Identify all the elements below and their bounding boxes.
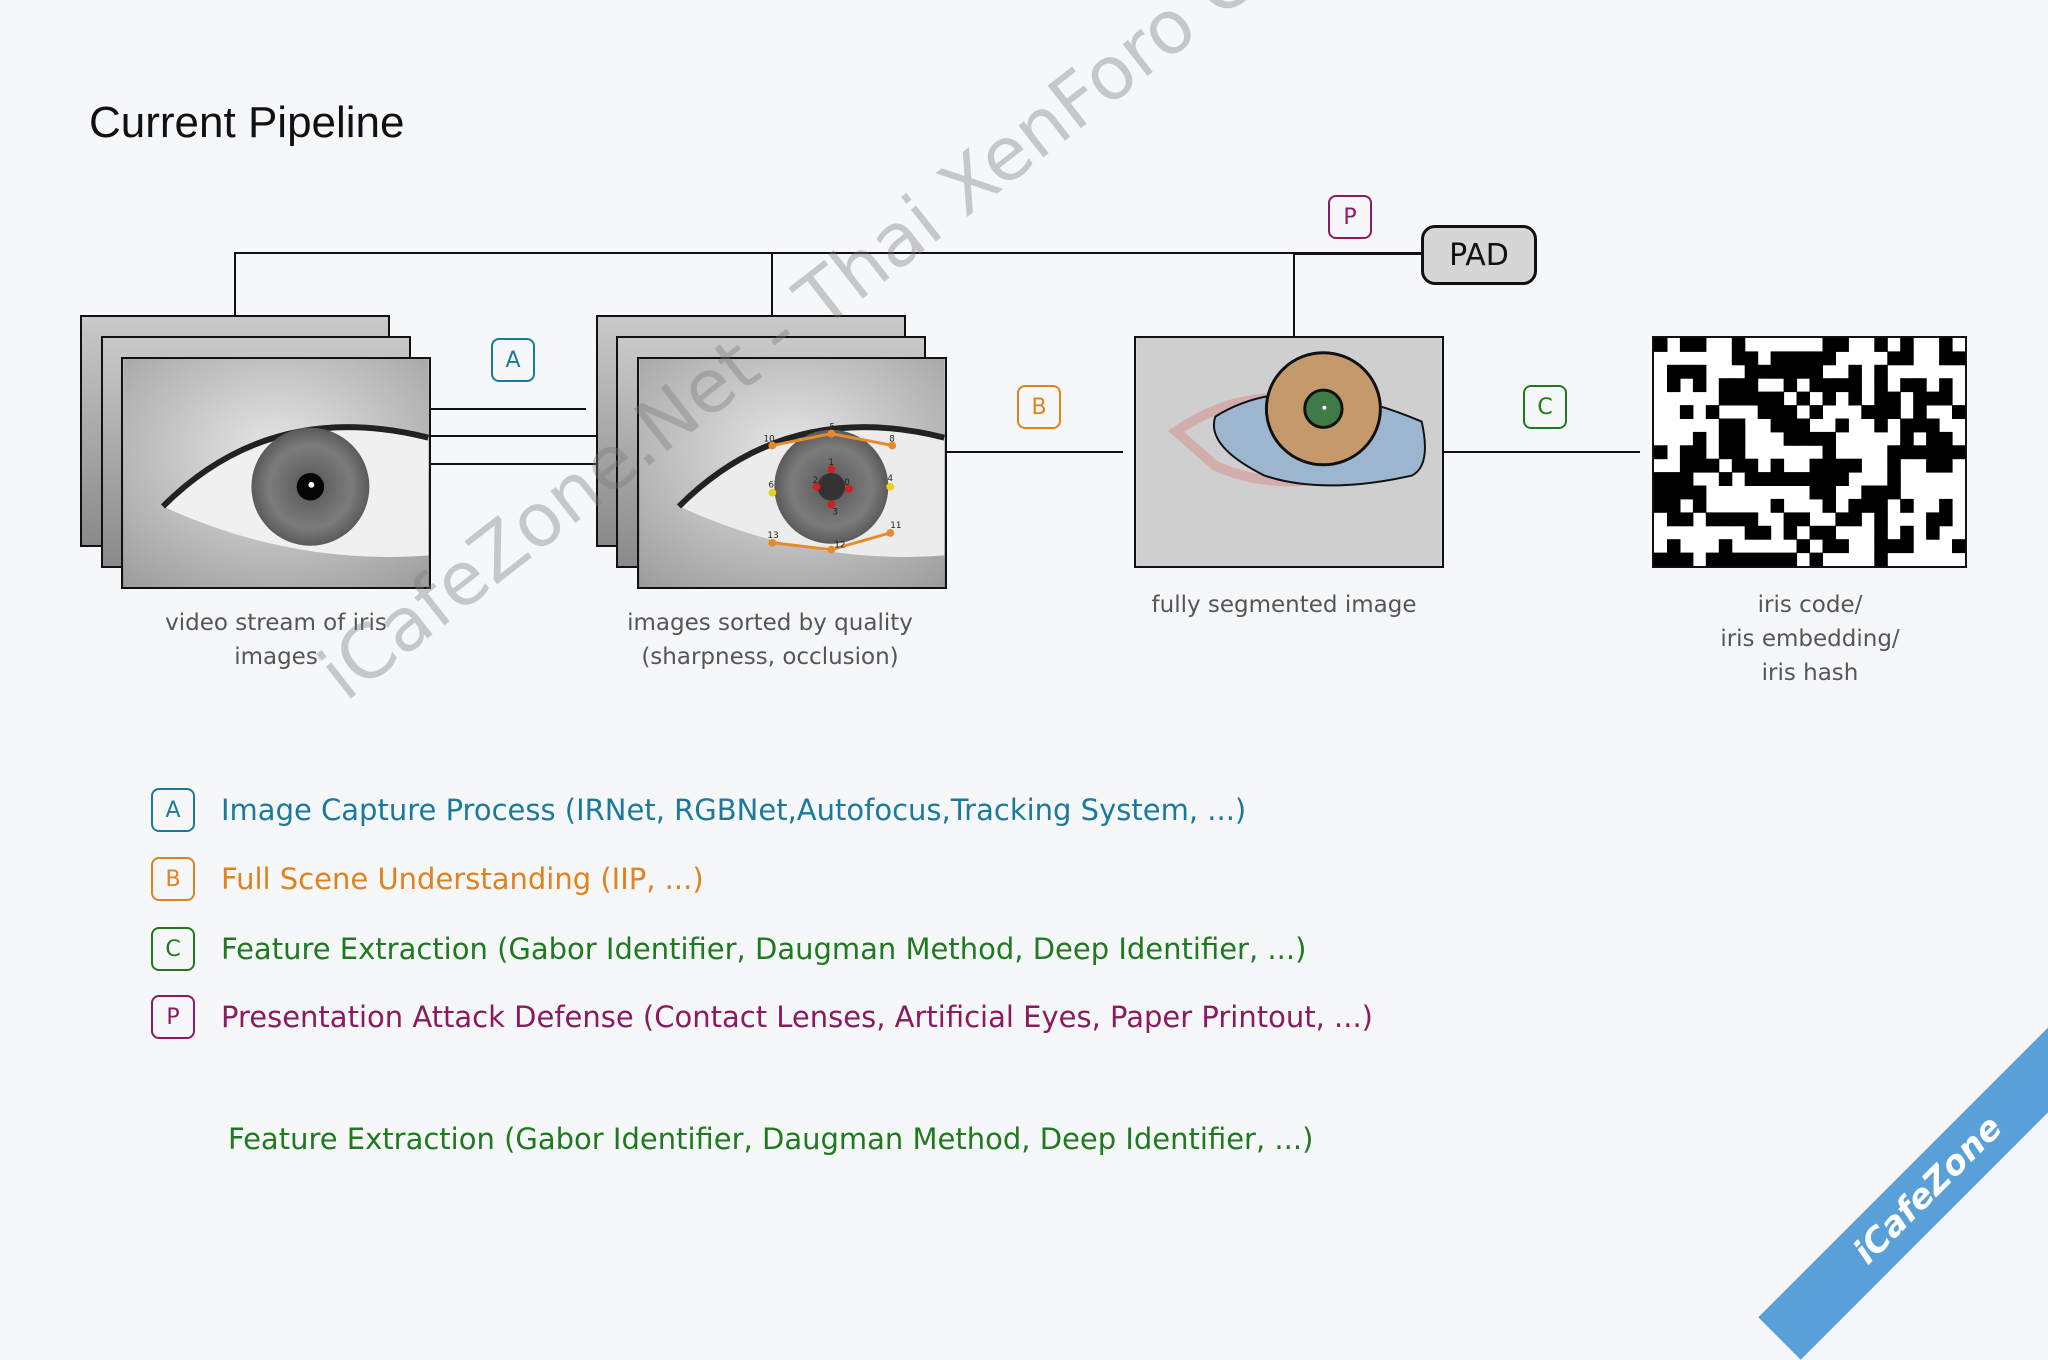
landmark-label: 13 [767, 531, 778, 541]
legend-badge: A [151, 788, 195, 832]
pad-box: PAD [1421, 225, 1537, 285]
landmark-label: 2 [813, 476, 819, 486]
landmark-label: 3 [832, 507, 838, 517]
caption-line: images [234, 644, 318, 670]
legend-text: Image Capture Process (IRNet, RGBNet,Aut… [221, 793, 1247, 827]
landmark-label: 12 [834, 541, 845, 551]
badge-a: A [491, 338, 535, 382]
connector-v1 [234, 252, 236, 315]
corner-ribbon: iCafeZone [1758, 1020, 2048, 1360]
segmented-image [1134, 336, 1444, 568]
legend-item-a: A Image Capture Process (IRNet, RGBNet,A… [151, 788, 1246, 832]
iris-code-image [1652, 336, 1967, 568]
eye-image [123, 359, 429, 587]
legend-text: Presentation Attack Defense (Contact Len… [221, 1000, 1373, 1034]
connector-b [947, 451, 1123, 453]
iris-code-pattern [1654, 338, 1966, 567]
connector-v2 [771, 252, 773, 315]
connector-a3 [431, 463, 596, 465]
legend-item-b: B Full Scene Understanding (IIP, ...) [151, 857, 704, 901]
sorted-frame-front: 0 1 2 3 4 5 6 8 10 11 12 13 [637, 357, 947, 589]
eye-landmark-image: 0 1 2 3 4 5 6 8 10 11 12 13 [639, 359, 945, 587]
caption-line: iris hash [1761, 660, 1859, 686]
landmark-label: 1 [828, 458, 834, 468]
caption-line: video stream of iris [165, 610, 387, 636]
caption-line: iris code/ [1757, 592, 1863, 618]
connector-a2 [431, 435, 596, 437]
landmark-label: 6 [768, 481, 774, 491]
landmark-label: 4 [887, 474, 893, 484]
footer-text: Feature Extraction (Gabor Identifier, Da… [228, 1122, 1314, 1156]
legend-badge: B [151, 857, 195, 901]
connector-c [1443, 451, 1640, 453]
badge-c: C [1523, 385, 1567, 429]
legend-item-p: P Presentation Attack Defense (Contact L… [151, 995, 1373, 1039]
page-title: Current Pipeline [89, 98, 405, 147]
caption-segmented: fully segmented image [1104, 588, 1464, 622]
legend-item-c: C Feature Extraction (Gabor Identifier, … [151, 927, 1306, 971]
legend-text: Full Scene Understanding (IIP, ...) [221, 862, 704, 896]
badge-b: B [1017, 385, 1061, 429]
landmark-label: 8 [889, 435, 895, 445]
landmark-label: 0 [844, 478, 850, 488]
video-frame-front [121, 357, 431, 589]
caption-line: (sharpness, occlusion) [641, 644, 899, 670]
legend-text: Feature Extraction (Gabor Identifier, Da… [221, 932, 1307, 966]
caption-code: iris code/ iris embedding/ iris hash [1630, 588, 1990, 690]
connector-pad [1294, 252, 1421, 255]
connector-v3 [1293, 252, 1295, 336]
connector-a1 [431, 408, 586, 410]
caption-sorted: images sorted by quality (sharpness, occ… [590, 606, 950, 674]
caption-video: video stream of iris images [96, 606, 456, 674]
landmark-label: 10 [764, 435, 776, 445]
legend-badge: P [151, 995, 195, 1039]
badge-p: P [1328, 195, 1372, 239]
connector-top [235, 252, 1411, 254]
caption-line: images sorted by quality [627, 610, 913, 636]
segmented-eye [1136, 338, 1442, 566]
caption-line: iris embedding/ [1720, 626, 1900, 652]
landmark-label: 5 [829, 423, 835, 433]
landmark-label: 11 [890, 521, 901, 531]
legend-badge: C [151, 927, 195, 971]
caption-line: fully segmented image [1151, 592, 1417, 618]
